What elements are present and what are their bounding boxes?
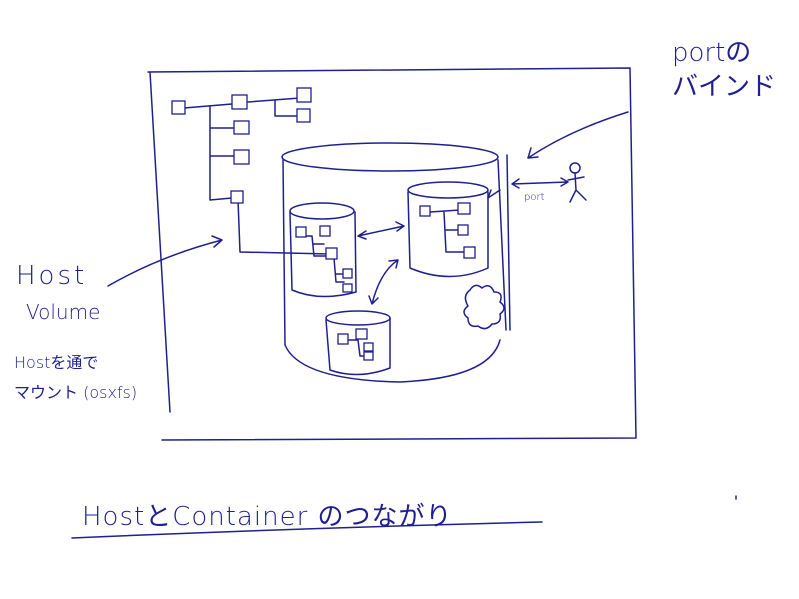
mount-line2: マウント (osxfs)	[14, 383, 138, 402]
user-stick-figure-icon	[567, 162, 587, 203]
port-small-label: port	[524, 192, 545, 203]
caption: HostとContainer のつながり	[82, 502, 453, 532]
host-frame	[147, 67, 637, 441]
caption-underline	[71, 521, 543, 539]
host-volume-label: Host Volume	[16, 258, 100, 330]
container-3	[325, 310, 391, 376]
host-volume-line1: Host	[16, 261, 88, 291]
container-2	[407, 181, 489, 278]
port-bind-line1: portの	[672, 38, 752, 68]
network-cloud-icon	[463, 284, 505, 330]
port-boundary	[506, 154, 511, 331]
arrows	[107, 111, 629, 305]
docker-engine-cylinder	[281, 142, 507, 383]
mount-label: Hostを通で マウント (osxfs)	[14, 348, 137, 408]
mount-line1: Hostを通で	[14, 353, 99, 372]
container-1	[289, 202, 357, 298]
port-bind-line2: バインド	[672, 72, 777, 102]
host-file-tree	[171, 87, 331, 255]
port-bind-label: portの バインド	[672, 36, 776, 104]
host-volume-line2: Volume	[26, 300, 101, 324]
